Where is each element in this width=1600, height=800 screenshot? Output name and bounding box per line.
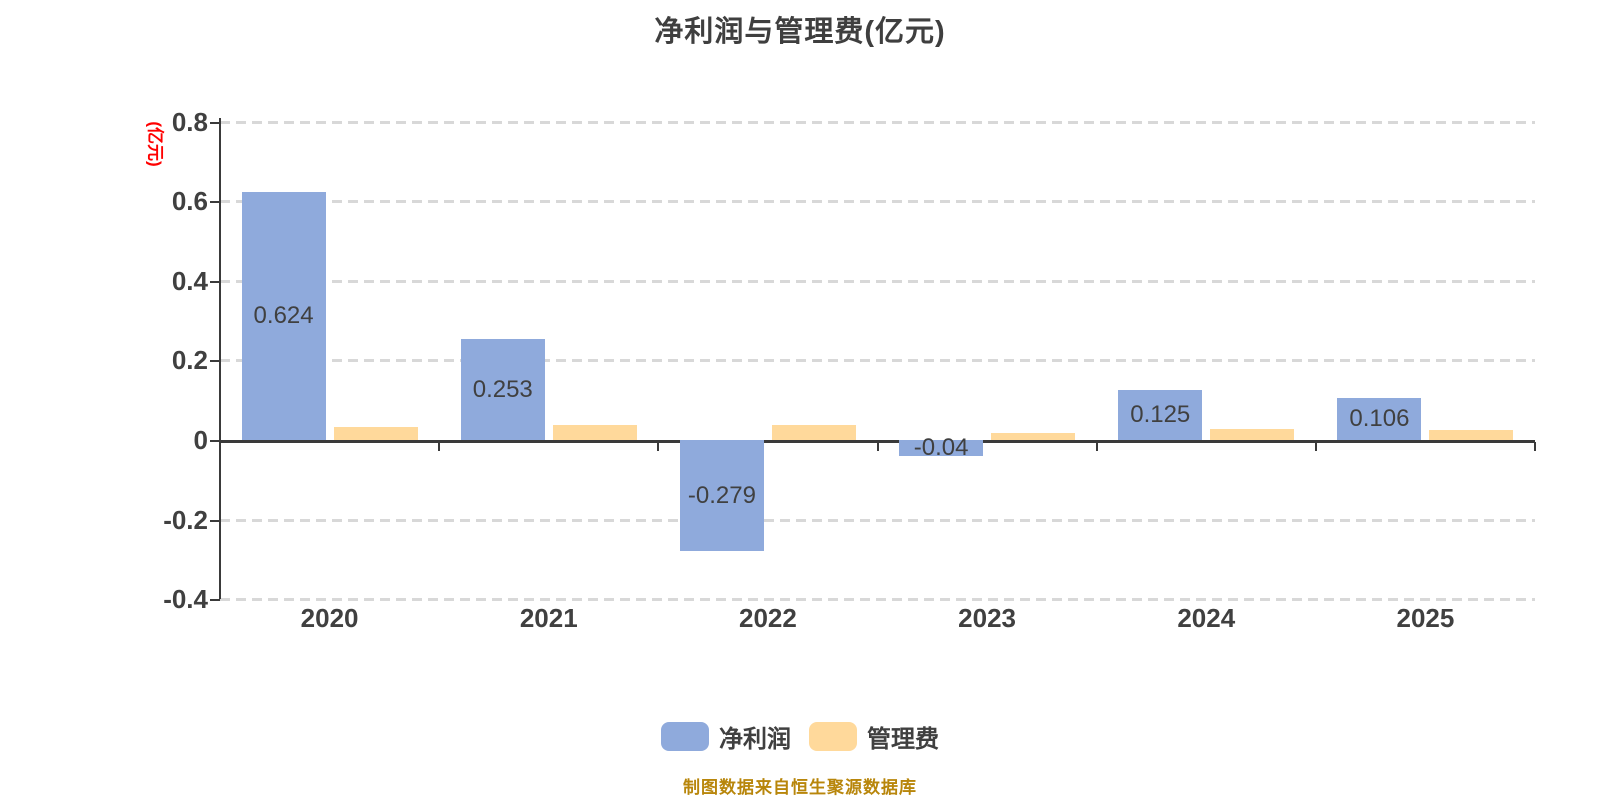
y-axis-tick [210,599,220,602]
x-axis-zero-line [220,440,1535,443]
y-tick-label: 0.2 [171,345,208,376]
y-tick-label: 0 [193,425,208,455]
x-axis-tick [1534,442,1536,451]
legend-swatch [809,722,857,751]
y-axis-tick [210,360,220,363]
x-axis-tick [1095,442,1098,451]
y-axis-tick [210,201,220,204]
bar-净利润-2020[interactable] [241,191,326,440]
x-axis-tick [438,442,441,451]
y-tick-label: -0.2 [163,504,208,535]
bar-管理费-2023[interactable] [991,432,1076,440]
bar-管理费-2022[interactable] [771,425,856,440]
gridline [220,518,1535,522]
bar-value-label: 0.106 [1349,404,1410,432]
gridline [220,279,1535,283]
legend-swatch [661,722,709,751]
source-note: 制图数据来自恒生聚源数据库 [683,778,917,797]
bar-管理费-2025[interactable] [1429,430,1514,440]
legend-label: 管理费 [867,726,939,753]
gridline [220,359,1535,363]
bar-净利润-2025[interactable] [1337,397,1422,440]
bar-净利润-2021[interactable] [460,339,545,440]
x-category-label: 2025 [1396,603,1455,633]
x-category-label: 2021 [519,603,578,633]
bar-管理费-2020[interactable] [333,426,418,440]
y-tick-label: 0.4 [171,265,208,296]
y-axis-tick [210,519,220,522]
bar-value-label: 0.253 [472,375,533,403]
x-axis-tick [1314,442,1317,451]
legend-item-管理费[interactable]: 管理费 [809,719,939,754]
y-axis-tick [210,121,220,124]
gridline [220,120,1535,124]
legend-label: 净利润 [719,726,791,753]
bar-value-label: 0.125 [1130,401,1191,429]
x-axis-tick [657,442,660,451]
x-axis-tick [876,442,879,451]
chart-title: 净利润与管理费(亿元) [654,16,946,48]
y-axis-tick [210,280,220,283]
gridline [220,598,1535,602]
y-tick-label: -0.4 [163,584,208,615]
bar-value-label: -0.04 [913,433,969,461]
y-tick-label: 0.6 [171,186,208,217]
bar-value-label: 0.624 [253,301,314,329]
x-category-label: 2022 [738,603,797,633]
bar-净利润-2023[interactable] [899,440,984,456]
x-category-label: 2020 [300,603,359,633]
bar-value-label: -0.279 [687,481,756,509]
y-axis-tick [210,440,220,442]
bar-管理费-2024[interactable] [1210,428,1295,440]
x-category-label: 2023 [958,603,1016,633]
y-tick-label: 0.8 [171,106,208,137]
legend: 净利润 管理费 [0,719,1600,754]
bar-净利润-2024[interactable] [1118,390,1203,440]
bar-管理费-2021[interactable] [552,425,637,440]
legend-item-净利润[interactable]: 净利润 [661,719,791,754]
y-axis-line [219,118,221,599]
bar-净利润-2022[interactable] [679,440,764,552]
x-category-label: 2024 [1177,603,1236,633]
gridline [220,200,1535,204]
